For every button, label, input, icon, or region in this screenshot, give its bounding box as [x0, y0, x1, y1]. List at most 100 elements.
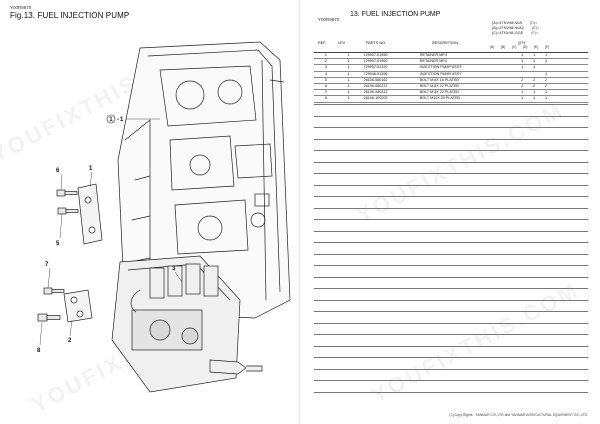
empty-row-rule [314, 219, 588, 220]
cell-f [575, 77, 588, 85]
empty-row-rule [314, 322, 588, 324]
cell-b: 2 [528, 77, 541, 85]
cell-lev: 1 [337, 83, 360, 91]
cell-lev: 1 [337, 95, 360, 103]
empty-row-rule [314, 173, 588, 174]
empty-row-rule [314, 380, 588, 381]
cell-lev: 1 [337, 89, 360, 97]
cell-f [575, 71, 588, 78]
cell-a: 1 [516, 95, 529, 103]
injection-pump [111, 255, 263, 393]
callout-8: 8 [37, 348, 41, 354]
cell-b: 1 [528, 53, 541, 60]
empty-row-rule [314, 150, 588, 151]
cell-d [552, 71, 565, 78]
header-description: DESCRIPTION [432, 41, 458, 45]
page-code: Y00R9870 [10, 5, 32, 10]
cell-no: 26106-080162 [359, 77, 412, 85]
empty-row-rule [314, 288, 588, 289]
cell-no: 26106-100202 [359, 95, 412, 103]
cell-desc: BOLT M10X 20 PLATED [411, 95, 517, 103]
cell-no: 26106-080222 [359, 83, 412, 91]
cell-b [528, 71, 541, 78]
cell-c [540, 64, 553, 72]
cell-a: 2 [516, 77, 529, 85]
qty-col-c: (C) [512, 45, 517, 49]
figure-title: Fig.13. FUEL INJECTION PUMP [10, 11, 130, 20]
cell-no: 26106-080222 [359, 89, 412, 97]
qty-col-f: (F) [545, 45, 550, 49]
model-c: (C)=4TNV98-GGE [492, 31, 524, 35]
qty-col-e: (E) [534, 45, 539, 49]
callout-3: 3 [172, 266, 176, 272]
callout-1-circled: 1 [109, 117, 113, 123]
cell-ref: 1 [314, 53, 338, 60]
cell-ref: 2 [314, 58, 338, 66]
cell-ref: 3 [314, 64, 338, 72]
cell-a: 1 [516, 64, 529, 72]
callout-6: 6 [56, 168, 60, 174]
callout-1: 1 [120, 117, 124, 123]
callout-1-dash: - [117, 117, 119, 123]
cell-e [564, 53, 576, 60]
cell-f [575, 64, 588, 72]
cell-b: 1 [528, 89, 541, 97]
empty-row-rule [314, 391, 588, 393]
qty-col-a: (A) [490, 45, 495, 49]
page-code: Y00R9870 [318, 17, 340, 22]
cell-c: 2 [540, 83, 553, 91]
section-title: 13. FUEL INJECTION PUMP [350, 11, 441, 18]
cell-c: 1 [540, 58, 553, 66]
cell-c: 1 [540, 95, 553, 103]
cell-f [575, 53, 588, 60]
cell-lev: 1 [337, 64, 360, 72]
qty-col-b: (B) [501, 45, 506, 49]
exploded-diagram: 1 - 1 1 6 5 7 2 8 3 [37, 41, 291, 393]
cell-f [575, 83, 588, 91]
cell-d [552, 58, 565, 66]
cell-f [575, 89, 588, 97]
header-qty: QTY [518, 41, 526, 45]
cell-lev: 1 [337, 58, 360, 66]
cell-b: 1 [528, 64, 541, 72]
cell-lev: 1 [337, 71, 360, 78]
cell-lev: 1 [337, 53, 360, 60]
cell-d [552, 53, 565, 60]
cell-desc: BOLT M 8X 22 PLATED [411, 89, 517, 97]
empty-row-rule [314, 230, 588, 232]
header-ref: REF. [318, 41, 327, 45]
model-a: (A)=4TNV98-N0A [492, 21, 522, 25]
table-header: REF. LEV PARTS NO. DESCRIPTION QTY [314, 41, 590, 49]
empty-row-rule [314, 138, 588, 140]
cell-d [552, 89, 565, 97]
empty-row-rule [314, 276, 588, 278]
model-legend: (A)=4TNV98-N0A(D)= (B)=4TNV98-N0A2(E)= (… [492, 21, 539, 36]
cell-a: 1 [516, 58, 529, 66]
copyright-notice: (C)Copy Rights : YANMAR CO.,LTD and YANM… [449, 413, 588, 417]
empty-row-rule [314, 265, 588, 266]
cell-no: 129907-01950 [359, 53, 412, 60]
header-rule [314, 52, 588, 53]
cell-desc: INJECTION PUMP ASSY [411, 71, 517, 78]
cell-ref: 5 [314, 77, 338, 85]
cell-ref: 6 [314, 83, 338, 91]
empty-row-rule [314, 357, 588, 358]
callout-5: 5 [56, 241, 60, 247]
callout-7: 7 [45, 262, 49, 268]
cell-a [516, 71, 529, 78]
cell-desc: RETAINER,MP4 [411, 53, 517, 60]
callout-1b: 1 [89, 166, 93, 172]
model-b: (B)=4TNV98-N0A2 [492, 26, 524, 30]
empty-row-rule [314, 196, 588, 197]
cell-f [575, 58, 588, 66]
engine-block [117, 41, 291, 319]
cell-e [564, 77, 576, 85]
cell-e [564, 89, 576, 97]
empty-row-rule [314, 334, 588, 335]
cell-no: 729946-51396 [359, 71, 412, 78]
callout-2: 2 [68, 338, 72, 344]
